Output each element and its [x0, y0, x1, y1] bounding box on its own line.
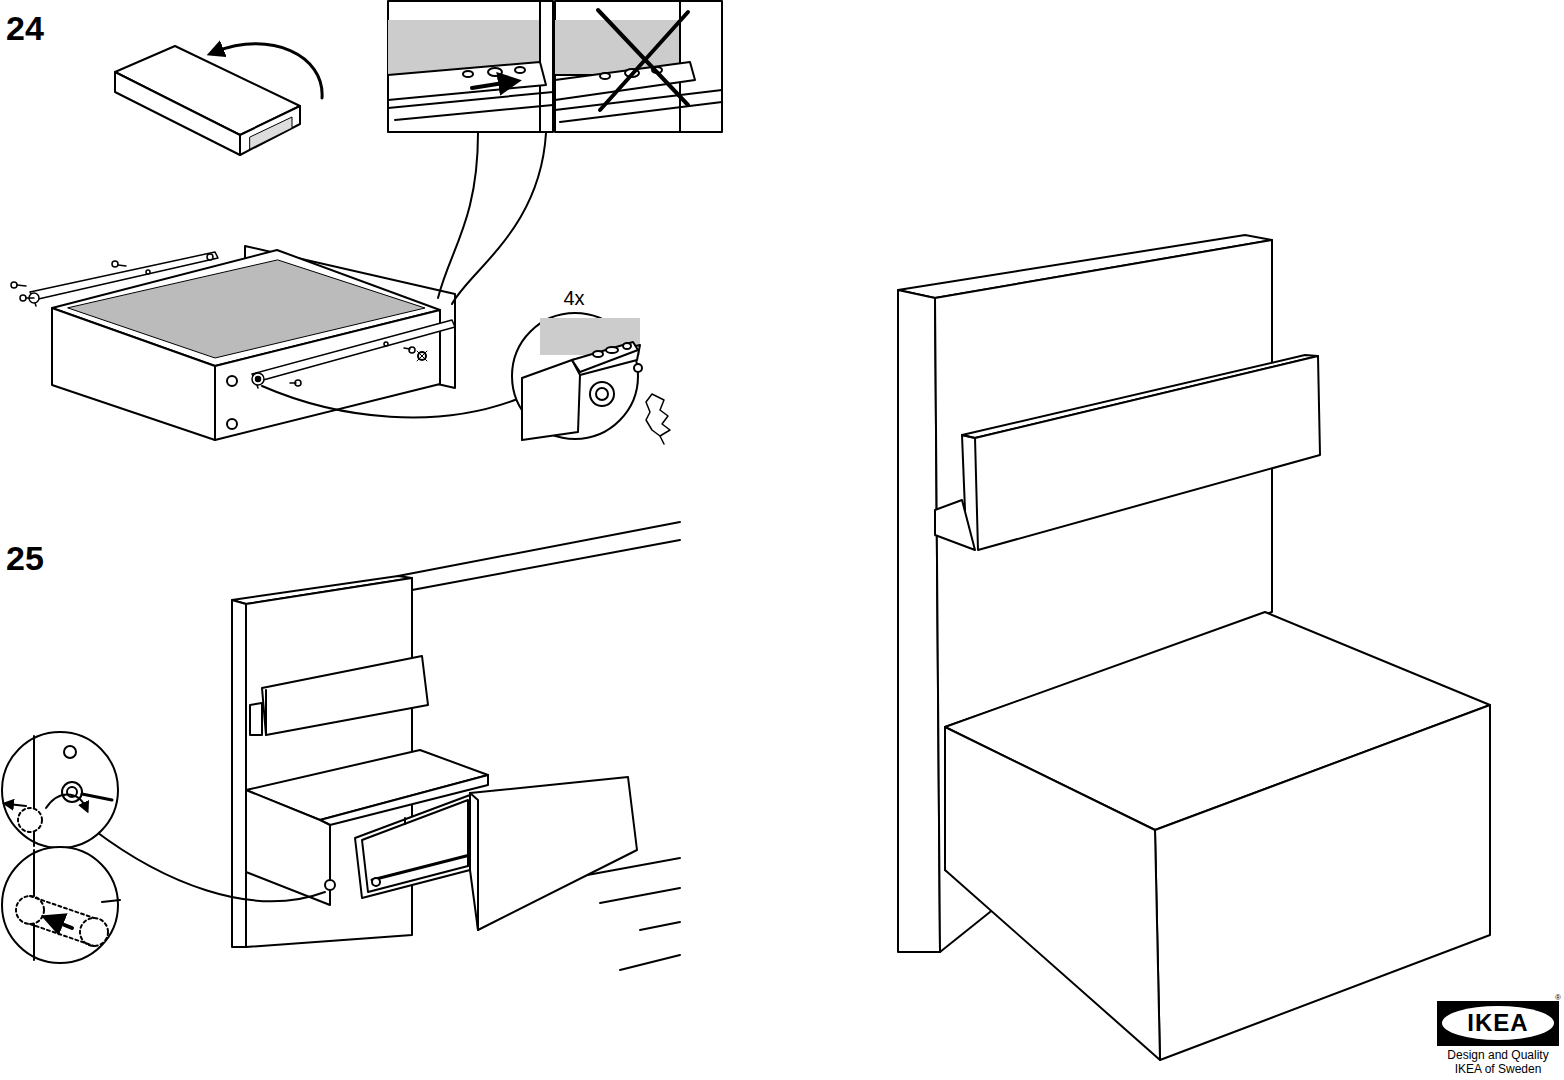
- step-number: 25: [6, 540, 44, 577]
- finished-unit: [898, 235, 1490, 1060]
- drawer-rail: [11, 252, 455, 388]
- step-number: 24: [6, 10, 44, 47]
- wall-shelf: [250, 656, 428, 735]
- drawer-front-turn: [115, 44, 322, 155]
- detail-wrong: [555, 1, 722, 132]
- brand-name: IKEA: [1467, 1010, 1528, 1036]
- quantity-callout: 4x: [561, 287, 586, 309]
- bedside-table: [246, 750, 637, 930]
- leader-line: [262, 133, 546, 417]
- detail-correct: [388, 1, 553, 132]
- brand-logo: [1437, 1001, 1559, 1046]
- detail-circle: [512, 313, 670, 444]
- brand-tagline: Design and Quality IKEA of Sweden: [1436, 1049, 1560, 1077]
- fitting-detail: [2, 732, 325, 963]
- headboard: [232, 522, 680, 970]
- trademark-symbol: ®: [1555, 994, 1561, 1003]
